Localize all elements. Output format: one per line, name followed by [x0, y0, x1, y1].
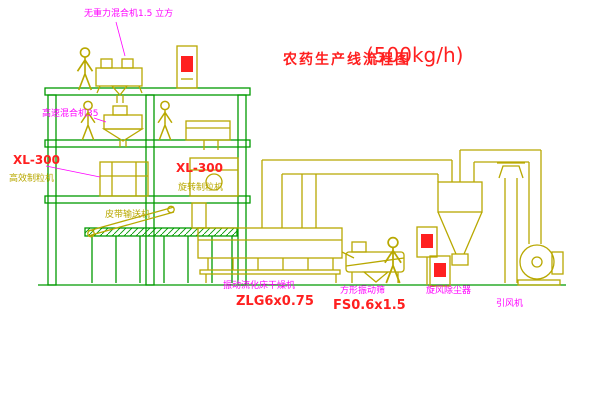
control-cabinet-2 — [416, 226, 438, 285]
label-dryer-model: ZLG6x0.75 — [236, 294, 314, 309]
label-granulator-right-model: XL-300 — [176, 161, 223, 175]
label-sieve: 方形振动筛 — [340, 286, 386, 296]
label-fan: 引风机 — [496, 299, 524, 309]
label-high-speed-mixer: 高速混合机35 — [42, 109, 99, 119]
operator-figure — [157, 100, 173, 141]
diagram-title: 农药生产线流程图 — [283, 52, 411, 68]
label-dryer: 振动流化床干燥机 — [223, 281, 296, 291]
leader-lines — [45, 21, 126, 178]
label-belt-conveyor: 皮带输送机 — [105, 210, 151, 220]
high-speed-mixer — [101, 105, 145, 147]
feeder-machine — [185, 120, 231, 150]
label-granulator-left-name: 高效制粒机 — [9, 174, 55, 184]
label-gravity-mixer: 无重力混合机1.5 立方 — [84, 9, 174, 19]
diagram-title-capacity: (500kg/h) — [366, 43, 464, 67]
belt-conveyor — [87, 205, 175, 238]
label-sieve-model: FS0.6x1.5 — [333, 298, 406, 313]
label-granulator-left-model: XL-300 — [13, 153, 60, 167]
foundation-beam — [84, 227, 238, 237]
control-cabinet-3 — [429, 255, 451, 287]
gravity-mixer — [95, 58, 143, 103]
operator-figure — [80, 100, 96, 141]
fluid-bed-dryer — [191, 202, 343, 283]
cyclone-separator — [437, 150, 483, 266]
exhaust-duct — [261, 159, 453, 228]
granulator-right — [189, 157, 239, 197]
control-cabinet-1 — [176, 45, 198, 89]
square-sieve — [341, 241, 405, 283]
granulator-left — [99, 161, 149, 197]
label-granulator-right-name: 旋转制粒机 — [178, 183, 224, 193]
exhaust-stack — [497, 162, 525, 283]
operator-figure — [76, 47, 94, 91]
label-cyclone: 旋风除尘器 — [426, 286, 472, 296]
induced-draft-fan — [517, 244, 564, 286]
exhaust-pipe — [460, 149, 542, 244]
